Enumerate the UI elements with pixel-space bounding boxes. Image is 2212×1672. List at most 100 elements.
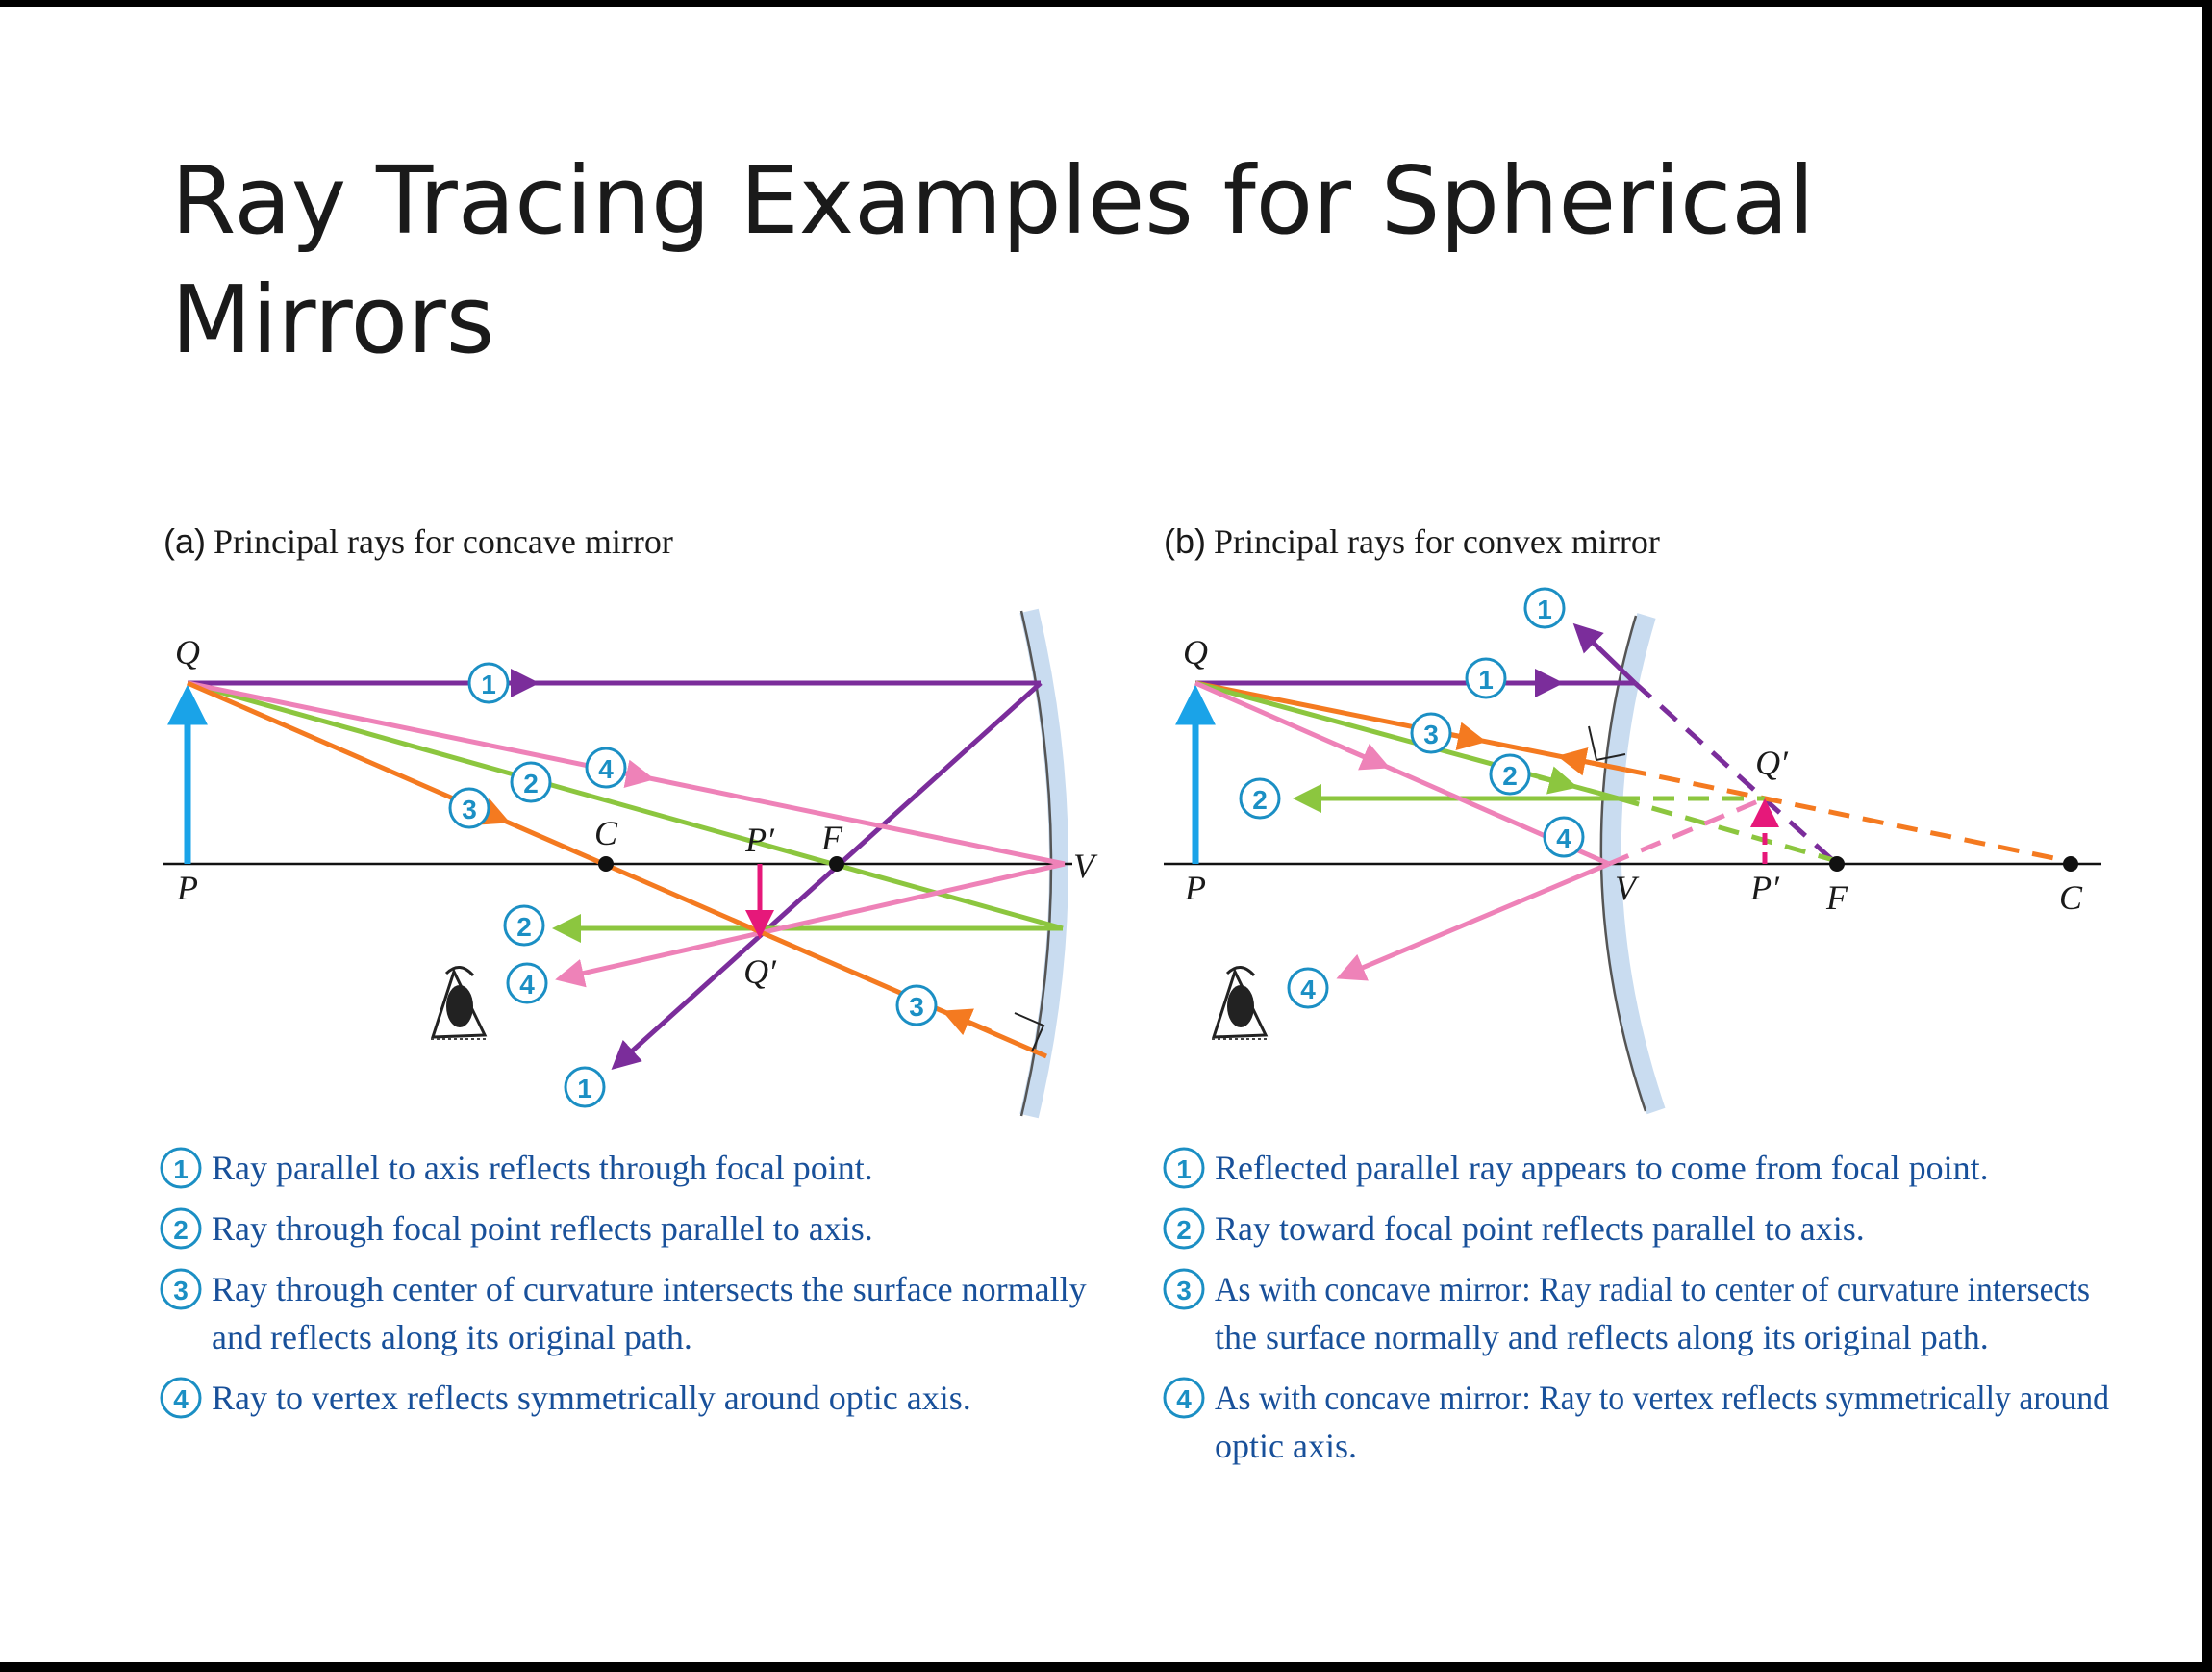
slide-title: Ray Tracing Examples for Spherical Mirro…	[171, 141, 1998, 380]
panel-b-legend: 1 Reflected parallel ray appears to come…	[1163, 1147, 2109, 1465]
panel-a-legend: 1 Ray parallel to axis reflects through …	[160, 1147, 1087, 1419]
svg-text:1: 1	[481, 670, 496, 699]
panel-b-ray-3-virtual	[1624, 767, 2069, 864]
panel-b-ray-2-marker: 2	[1489, 753, 1531, 796]
panel-b-ray-4-reflected-marker: 4	[1287, 967, 1329, 1009]
panel-a-legend-item-1: 1 Ray parallel to axis reflects through …	[160, 1147, 873, 1189]
panel-a-focal-point	[829, 856, 844, 872]
svg-text:2: 2	[1176, 1215, 1192, 1245]
eye-icon	[430, 966, 489, 1040]
panel-b-ray-3-marker: 3	[1410, 712, 1452, 754]
svg-text:4: 4	[173, 1384, 189, 1414]
svg-text:1: 1	[1478, 665, 1494, 695]
panel-a-ray-1-reflected-marker: 1	[564, 1066, 606, 1108]
panel-b-label-v: V	[1615, 869, 1640, 907]
svg-text:4: 4	[598, 754, 614, 784]
eye-icon	[1211, 966, 1269, 1040]
panel-b-ray-4-arrow	[1345, 743, 1391, 771]
panel-b-title-text: Principal rays for convex mirror	[1214, 522, 1660, 561]
panel-b-ray-3-arrow-out	[1557, 747, 1607, 776]
panel-b-ray-4-marker: 4	[1543, 816, 1585, 858]
svg-text:2: 2	[523, 769, 539, 798]
svg-text:2: 2	[1252, 785, 1268, 815]
svg-text:4: 4	[519, 970, 535, 1000]
panel-b-label-q-prime: Q′	[1755, 744, 1789, 782]
svg-text:3: 3	[1176, 1276, 1192, 1305]
panel-b-center-point	[2063, 856, 2078, 872]
panel-a-ray-4-marker: 4	[585, 747, 627, 789]
panel-a-ray-1-marker: 1	[467, 662, 510, 704]
panel-b-legend-item-1: 1 Reflected parallel ray appears to come…	[1163, 1147, 1989, 1189]
panel-b-label-p: P	[1184, 869, 1206, 907]
svg-text:3: 3	[1423, 720, 1439, 749]
panel-b-ray-2-arrow	[1538, 766, 1578, 795]
slide-title-line-2: Mirrors	[171, 266, 495, 374]
panel-b-label-c: C	[2059, 878, 2083, 917]
svg-text:Ray to vertex reflects symmetr: Ray to vertex reflects symmetrically aro…	[212, 1379, 971, 1417]
svg-text:As with concave mirror: Ray to: As with concave mirror: Ray to vertex re…	[1215, 1379, 2109, 1417]
panel-b-ray-4-reflected	[1336, 861, 1610, 981]
svg-text:Ray parallel to axis reflects: Ray parallel to axis reflects through fo…	[212, 1149, 873, 1187]
panel-b-label-q: Q	[1183, 633, 1208, 671]
panel-a-ray-1-reflected	[611, 681, 1043, 1071]
slide-title-line-1: Ray Tracing Examples for Spherical	[171, 146, 1815, 255]
panel-a-letter: (a)	[163, 521, 206, 561]
panel-a: (a)Principal rays for concave mirror	[160, 521, 1098, 1419]
panel-b-ray-4-incident	[1194, 680, 1611, 867]
panel-a-ray-4-reflected	[555, 861, 1066, 988]
panel-a-ray-2-reflected-marker: 2	[503, 904, 545, 947]
panel-b: (b)Principal rays for convex mirror	[1163, 521, 2109, 1465]
svg-text:2: 2	[1502, 761, 1518, 791]
panel-b-focal-point	[1829, 856, 1845, 872]
svg-text:3: 3	[173, 1276, 189, 1305]
svg-text:Ray toward focal point reflect: Ray toward focal point reflects parallel…	[1215, 1209, 1865, 1248]
panel-a-legend-item-2: 2 Ray through focal point reflects paral…	[160, 1207, 873, 1250]
svg-text:and reflects along its origina: and reflects along its original path.	[212, 1318, 692, 1356]
panel-b-right-angle-mark	[1588, 725, 1626, 762]
panel-a-ray-2-incident	[187, 680, 1064, 931]
svg-text:the surface normally and refle: the surface normally and reflects along …	[1215, 1318, 1989, 1356]
panel-a-title-text: Principal rays for concave mirror	[214, 522, 673, 561]
panel-b-legend-item-3: 3 As with concave mirror: Ray radial to …	[1163, 1268, 2090, 1356]
svg-text:1: 1	[1537, 595, 1552, 624]
svg-text:Ray through focal point reflec: Ray through focal point reflects paralle…	[212, 1209, 873, 1248]
panel-b-ray-1-virtual	[1633, 681, 1839, 866]
svg-text:Reflected parallel ray appears: Reflected parallel ray appears to come f…	[1215, 1149, 1989, 1187]
panel-a-center-point	[598, 856, 614, 872]
svg-text:4: 4	[1176, 1384, 1192, 1414]
svg-text:2: 2	[516, 912, 532, 942]
panel-a-ray-3-marker: 3	[448, 787, 490, 829]
panel-b-ray-2-virtual	[1618, 796, 1838, 864]
panel-a-label-p: P	[176, 869, 198, 907]
panel-a-label-c: C	[594, 814, 618, 852]
svg-text:2: 2	[173, 1215, 189, 1245]
panel-b-ray-1-reflected	[1572, 622, 1637, 685]
panel-a-label-p-prime: P′	[744, 821, 775, 859]
panel-a-right-angle-mark	[1014, 1012, 1045, 1052]
svg-text:1: 1	[577, 1074, 592, 1103]
svg-text:3: 3	[462, 795, 477, 824]
panel-b-legend-item-4: 4 As with concave mirror: Ray to vertex …	[1163, 1377, 2109, 1465]
panel-a-label-v: V	[1073, 847, 1098, 885]
panel-a-ray-3-reflected-marker: 3	[895, 984, 938, 1026]
svg-text:optic axis.: optic axis.	[1215, 1427, 1357, 1465]
panel-b-ray-3	[1194, 680, 1626, 773]
svg-text:1: 1	[173, 1154, 189, 1184]
panel-b-letter: (b)	[1164, 521, 1206, 561]
svg-text:As with concave mirror: Ray ra: As with concave mirror: Ray radial to ce…	[1215, 1270, 2090, 1308]
panel-b-ray-2-reflected-marker: 2	[1239, 777, 1281, 820]
panel-a-ray-3-arrow-out	[942, 1008, 992, 1036]
svg-text:3: 3	[909, 992, 924, 1022]
panel-a-label-q-prime: Q′	[743, 952, 777, 991]
panel-b-legend-item-2: 2 Ray toward focal point reflects parall…	[1163, 1207, 1865, 1250]
panel-a-label-q: Q	[175, 633, 200, 671]
panel-a-title: (a)Principal rays for concave mirror	[163, 521, 673, 561]
panel-a-legend-item-3: 3 Ray through center of curvature inters…	[160, 1268, 1087, 1356]
svg-text:1: 1	[1176, 1154, 1192, 1184]
slide: Ray Tracing Examples for Spherical Mirro…	[0, 7, 2202, 1662]
panel-b-ray-1-marker: 1	[1465, 657, 1507, 699]
panel-a-label-f: F	[820, 819, 843, 857]
panel-b-ray-4-virtual	[1608, 796, 1766, 867]
panel-a-ray-2-marker: 2	[510, 761, 552, 803]
